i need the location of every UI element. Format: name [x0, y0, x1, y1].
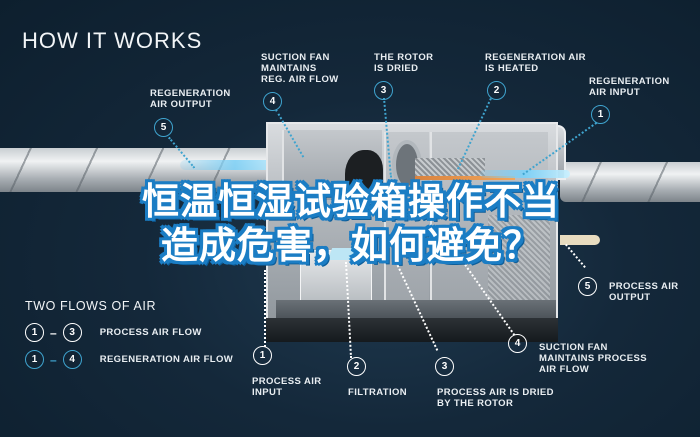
number-badge-4: 4 — [263, 92, 282, 111]
callout-label: THE ROTOR IS DRIED — [374, 52, 434, 74]
callout-process-dried: 3 PROCESS AIR IS DRIED BY THE ROTOR — [435, 357, 554, 409]
callout-label: PROCESS AIR OUTPUT — [609, 281, 679, 303]
callout-label: REGENERATION AIR INPUT — [589, 76, 670, 98]
legend-row-regeneration: 1 – 4 REGENERATION AIR FLOW — [25, 350, 233, 369]
number-badge-4: 4 — [62, 350, 82, 369]
page-heading: HOW IT WORKS — [22, 28, 203, 53]
legend-label: PROCESS AIR FLOW — [99, 327, 202, 338]
overlay-title: 恒温恒湿试验箱操作不当 造成危害，如何避免？ — [96, 180, 606, 268]
callout-label: SUCTION FAN MAINTAINS REG. AIR FLOW — [261, 52, 339, 85]
callout-process-output: 5 PROCESS AIR OUTPUT — [578, 277, 679, 303]
callout-label: REGENERATION AIR IS HEATED — [485, 52, 586, 74]
callout-label: PROCESS AIR IS DRIED BY THE ROTOR — [437, 387, 554, 409]
left-duct-seams — [0, 148, 280, 192]
number-badge-1: 1 — [253, 346, 272, 365]
heater-mesh — [415, 158, 485, 176]
number-badge-4: 4 — [508, 334, 527, 353]
callout-suction-fan-process: 4 SUCTION FAN MAINTAINS PROCESS AIR FLOW — [508, 334, 647, 375]
number-badge-5: 5 — [578, 277, 597, 296]
callout-suction-fan-reg: SUCTION FAN MAINTAINS REG. AIR FLOW 4 — [261, 52, 339, 111]
number-badge-2: 2 — [347, 357, 366, 376]
heated-airflow — [415, 176, 515, 180]
number-badge-3: 3 — [435, 357, 454, 376]
number-badge-1: 1 — [25, 323, 44, 342]
regeneration-airflow-left — [180, 160, 290, 170]
callout-label: SUCTION FAN MAINTAINS PROCESS AIR FLOW — [539, 342, 647, 375]
process-output-mesh — [488, 215, 550, 305]
callout-label: REGENERATION AIR OUTPUT — [150, 88, 231, 110]
process-output-flap — [560, 235, 600, 245]
callout-rotor-dried: THE ROTOR IS DRIED 3 — [374, 52, 433, 100]
regeneration-airflow-right — [480, 170, 570, 178]
leader-line-bottom-1 — [264, 270, 266, 347]
right-duct-seams — [560, 162, 700, 202]
callout-label: FILTRATION — [348, 387, 408, 398]
legend-label: REGENERATION AIR FLOW — [99, 354, 234, 365]
callout-regeneration-input: REGENERATION AIR INPUT 1 — [589, 76, 670, 124]
dash-separator: – — [50, 352, 57, 367]
overlay-title-line-2: 造成危害，如何避免？ — [161, 224, 541, 267]
number-badge-5: 5 — [154, 118, 173, 137]
number-badge-1: 1 — [25, 350, 44, 369]
callout-label: PROCESS AIR INPUT — [252, 376, 322, 398]
callout-process-air-input: 1 PROCESS AIR INPUT — [252, 346, 322, 398]
dash-separator: – — [50, 325, 57, 340]
number-badge-3: 3 — [62, 323, 82, 342]
number-badge-1: 1 — [591, 105, 610, 124]
machine-floor — [276, 300, 556, 320]
callout-filtration: 2 FILTRATION — [347, 357, 408, 398]
callout-regeneration-air-output: REGENERATION AIR OUTPUT 5 — [150, 88, 231, 137]
legend-row-process: 1 – 3 PROCESS AIR FLOW — [25, 323, 233, 342]
number-badge-3: 3 — [374, 81, 393, 100]
suction-fan — [345, 150, 383, 198]
legend-title: TWO FLOWS OF AIR — [25, 299, 157, 313]
airflow-legend: TWO FLOWS OF AIR 1 – 3 PROCESS AIR FLOW … — [25, 299, 233, 369]
overlay-title-line-1: 恒温恒湿试验箱操作不当 — [142, 180, 560, 223]
callout-regeneration-heated: REGENERATION AIR IS HEATED 2 — [485, 52, 586, 100]
number-badge-2: 2 — [487, 81, 506, 100]
